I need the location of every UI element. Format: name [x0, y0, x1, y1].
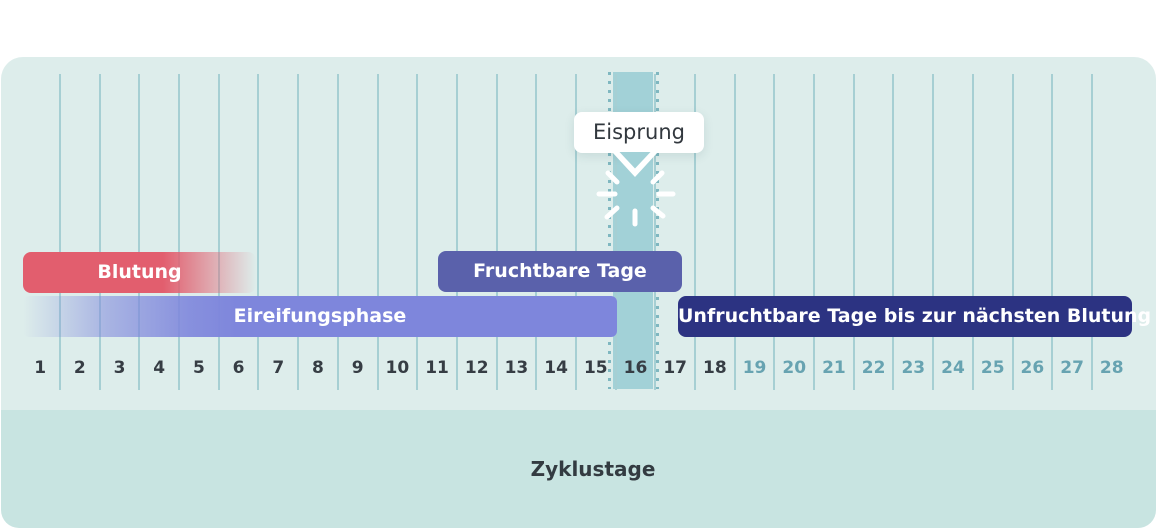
phase-bar-fruchtbare-tage: Fruchtbare Tage: [438, 251, 682, 292]
phase-bar-eireifungsphase-label: Eireifungsphase: [233, 305, 407, 327]
day-grid-line: [455, 74, 458, 390]
day-grid-line: [733, 74, 736, 390]
day-grid-line: [932, 74, 935, 390]
day-label: 11: [425, 358, 449, 378]
day-grid-line: [654, 74, 657, 390]
day-grid-line: [217, 74, 220, 390]
day-label: 12: [464, 358, 489, 378]
day-grid-line: [971, 74, 974, 390]
day-label: 8: [312, 358, 324, 378]
day-label: 20: [782, 358, 807, 378]
axis-title-strip: [1, 410, 1156, 528]
day-label: 23: [901, 358, 926, 378]
day-grid-line: [98, 74, 101, 390]
day-grid-line: [178, 74, 181, 390]
day-label: 4: [153, 358, 166, 378]
day-label: 3: [113, 358, 126, 378]
day-label: 17: [663, 358, 687, 378]
phase-bar-blutung: Blutung: [23, 252, 256, 293]
day-grid-line: [1051, 74, 1054, 390]
day-label: 24: [941, 358, 965, 378]
phase-bar-unfruchtbare-tage-label: Unfruchtbare Tage bis zur nächsten Blutu…: [678, 305, 1152, 327]
day-grid-line: [138, 74, 141, 390]
phase-bar-eireifungsphase: Eireifungsphase: [23, 296, 617, 337]
day-grid-line: [297, 74, 300, 390]
eisprung-callout-label: Eisprung: [593, 120, 685, 144]
day-label: 18: [703, 358, 727, 378]
day-label: 19: [742, 358, 767, 378]
day-grid-line: [535, 74, 538, 390]
day-grid-line: [574, 74, 577, 390]
day-grid-line: [257, 74, 260, 390]
day-label: 28: [1099, 358, 1124, 378]
speech-bubble-tail-icon: [612, 152, 658, 177]
day-label: 21: [822, 358, 846, 378]
day-label: 26: [1020, 358, 1045, 378]
day-grid-line: [495, 74, 498, 390]
eisprung-callout: Eisprung: [574, 112, 704, 153]
day-label: 22: [861, 358, 886, 378]
day-grid-line: [336, 74, 339, 390]
phase-bar-unfruchtbare-tage: Unfruchtbare Tage bis zur nächsten Blutu…: [678, 296, 1151, 337]
day-label: 7: [272, 358, 285, 378]
day-grid-line: [892, 74, 895, 390]
day-label: 5: [192, 358, 205, 378]
day-label: 15: [583, 358, 608, 378]
day-label: 27: [1060, 358, 1084, 378]
day-label: 14: [544, 358, 568, 378]
axis-title: Zyklustage: [530, 457, 656, 481]
burst-rays-icon: [596, 170, 676, 227]
phase-bar-blutung-label: Blutung: [97, 261, 182, 283]
day-grid-line: [376, 74, 379, 390]
day-grid-line: [852, 74, 855, 390]
ovulation-band-dotted-right: [656, 72, 659, 389]
day-label: 1: [34, 358, 47, 378]
ovulation-band-dotted-left: [608, 72, 611, 389]
day-label: 13: [504, 358, 529, 378]
day-grid-line: [416, 74, 419, 390]
day-grid-line: [694, 74, 697, 390]
day-grid-line: [1090, 74, 1093, 390]
day-label: 2: [73, 358, 86, 378]
day-label: 9: [351, 358, 364, 378]
day-grid-line: [773, 74, 776, 390]
phase-bar-fruchtbare-tage-label: Fruchtbare Tage: [473, 260, 647, 282]
day-grid-line: [1011, 74, 1014, 390]
day-label: 10: [385, 358, 410, 378]
day-label: 16: [623, 358, 648, 378]
day-label: 25: [980, 358, 1005, 378]
day-grid-line: [614, 74, 617, 390]
day-grid-line: [813, 74, 816, 390]
day-label: 6: [232, 358, 245, 378]
day-grid-line: [58, 74, 61, 390]
